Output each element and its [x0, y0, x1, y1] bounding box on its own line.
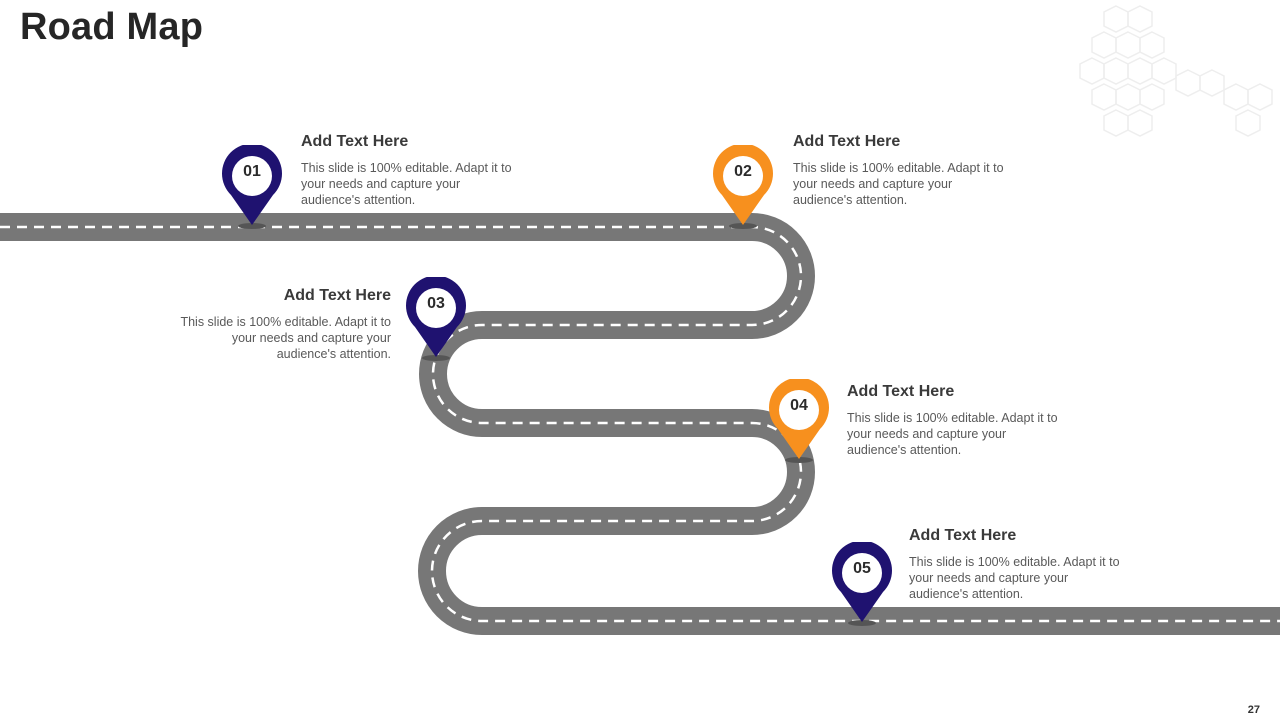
- step-04-text: Add Text Here This slide is 100% editabl…: [847, 382, 1067, 458]
- hexagon-pattern-decoration: [1079, 5, 1273, 137]
- slide-title: Road Map: [20, 6, 204, 48]
- location-pin-02: 02: [712, 145, 774, 229]
- step-heading: Add Text Here: [847, 383, 955, 400]
- step-number: 03: [427, 295, 445, 312]
- location-pin-01: 01: [221, 145, 283, 229]
- step-description: This slide is 100% editable. Adapt it to…: [909, 555, 1120, 601]
- location-pin-04: 04: [768, 379, 830, 463]
- road-center-marking: [0, 225, 1280, 623]
- step-number: 01: [243, 163, 261, 180]
- page-number: 27: [1247, 704, 1260, 716]
- location-pin-03: 03: [405, 277, 467, 361]
- step-01-text: Add Text Here This slide is 100% editabl…: [301, 132, 521, 208]
- step-heading: Add Text Here: [301, 133, 409, 150]
- map-pin-icon: [713, 145, 773, 229]
- step-03-text: Add Text Here This slide is 100% editabl…: [171, 286, 391, 362]
- map-pin-icon: [222, 145, 282, 229]
- step-description: This slide is 100% editable. Adapt it to…: [180, 315, 391, 361]
- step-heading: Add Text Here: [283, 287, 391, 304]
- step-02-text: Add Text Here This slide is 100% editabl…: [793, 132, 1013, 208]
- step-heading: Add Text Here: [793, 133, 901, 150]
- step-number: 04: [790, 397, 808, 414]
- map-pin-icon: [406, 277, 466, 361]
- step-description: This slide is 100% editable. Adapt it to…: [793, 161, 1004, 207]
- map-pin-icon: [769, 379, 829, 463]
- step-05-text: Add Text Here This slide is 100% editabl…: [909, 526, 1129, 602]
- step-heading: Add Text Here: [909, 527, 1017, 544]
- step-description: This slide is 100% editable. Adapt it to…: [847, 411, 1058, 457]
- map-pin-icon: [832, 542, 892, 626]
- location-pin-05: 05: [831, 542, 893, 626]
- step-description: This slide is 100% editable. Adapt it to…: [301, 161, 512, 207]
- step-number: 02: [734, 163, 752, 180]
- step-number: 05: [853, 560, 871, 577]
